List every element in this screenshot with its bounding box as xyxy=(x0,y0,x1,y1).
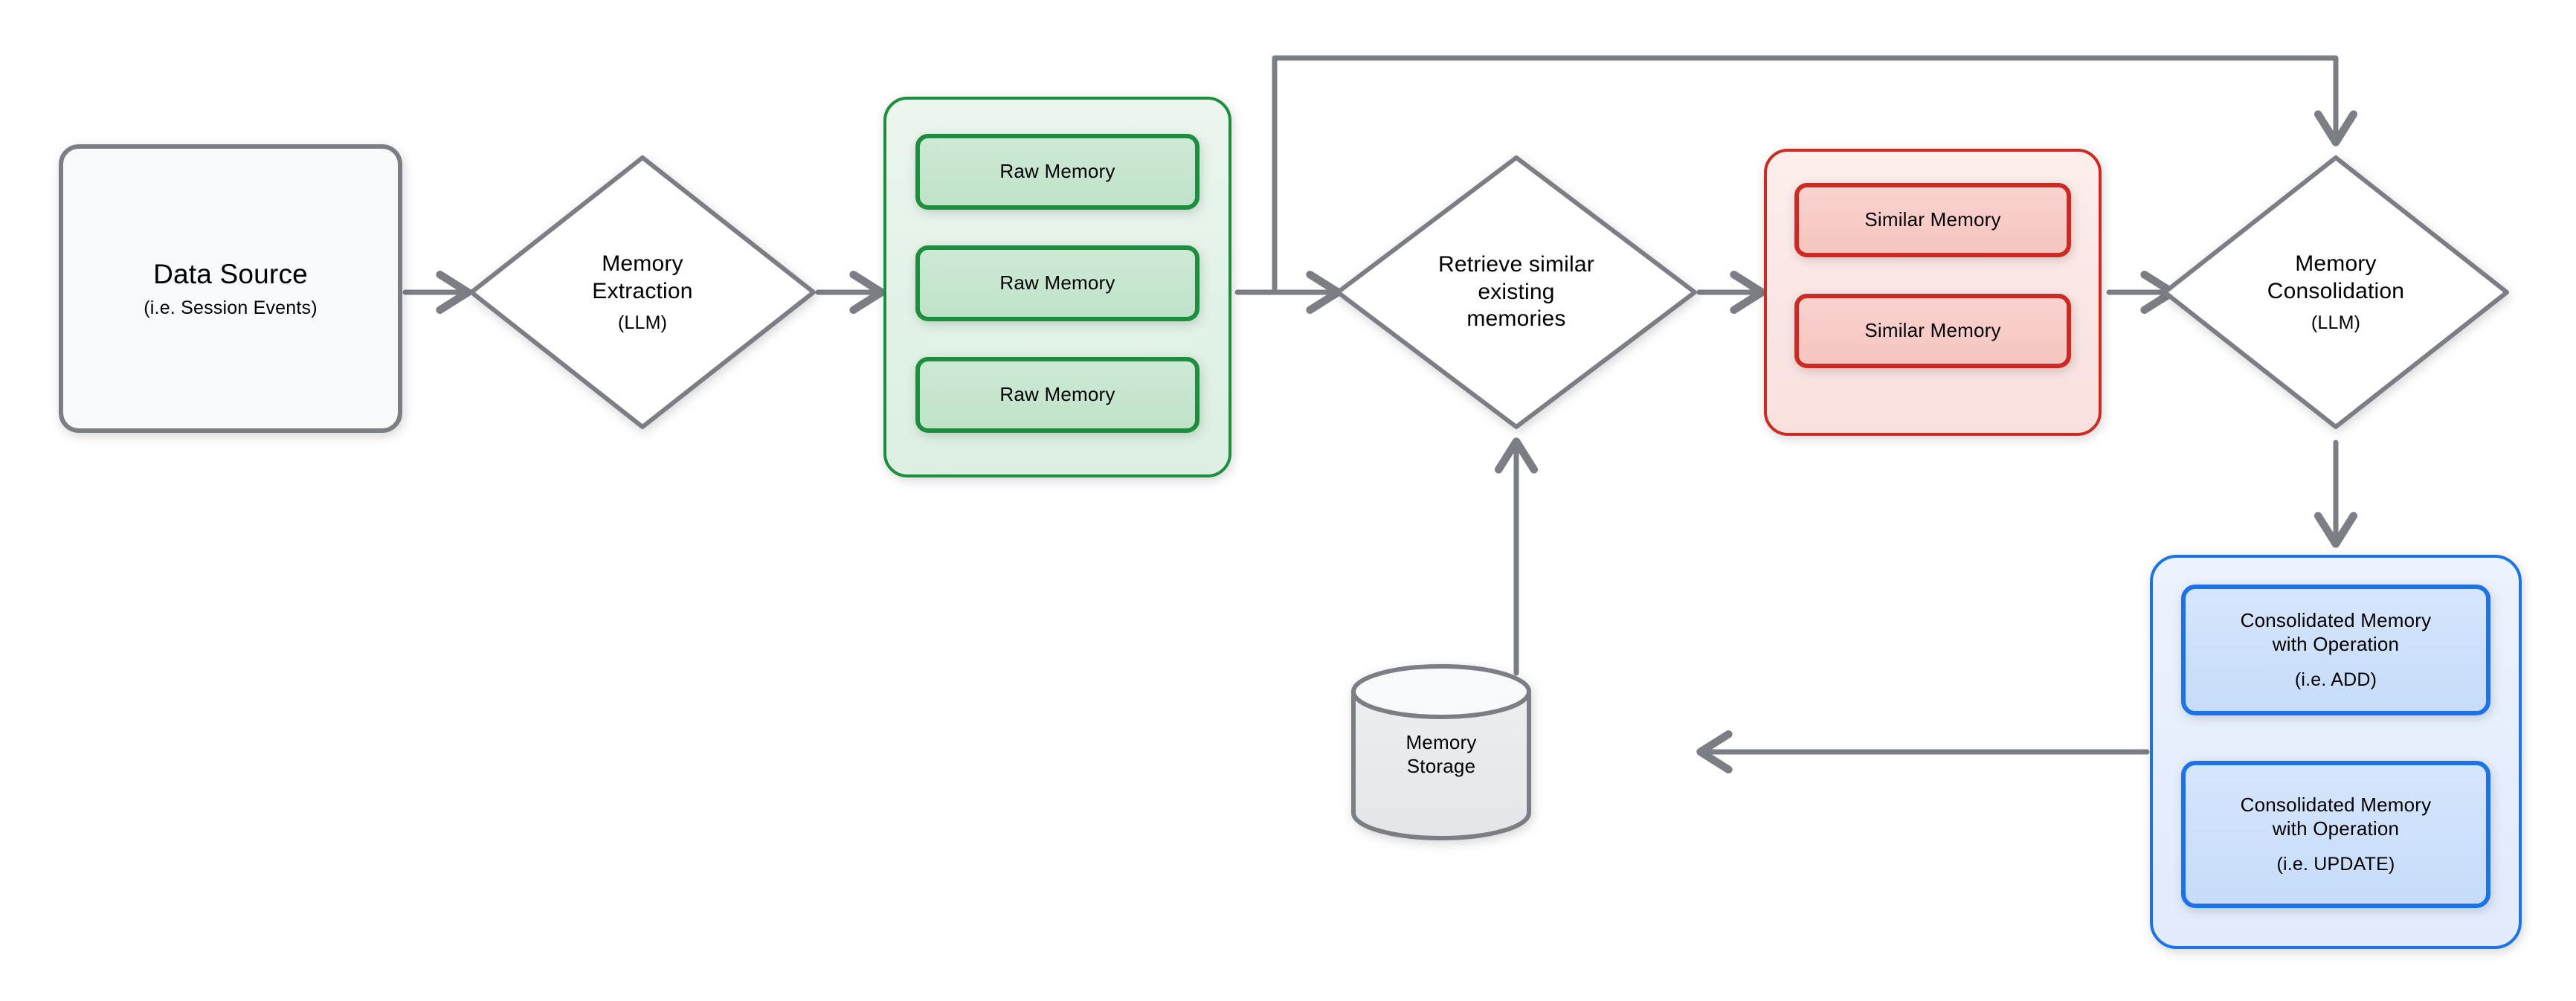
edge-raw-memory-feedback-to-memory-consolidation xyxy=(1272,55,2358,295)
similar-memory-item[interactable] xyxy=(1794,183,2071,257)
memory-storage-node[interactable] xyxy=(1351,664,1531,840)
raw-memory-item[interactable] xyxy=(915,134,1200,210)
memory-consolidation-node[interactable] xyxy=(2163,155,2509,429)
data-source-node[interactable] xyxy=(59,144,402,433)
retrieve-similar-node[interactable] xyxy=(1336,155,1697,429)
consolidated-memory-item[interactable] xyxy=(2181,761,2490,908)
raw-memory-item[interactable] xyxy=(915,245,1200,321)
consolidated-memory-item[interactable] xyxy=(2181,585,2490,715)
memory-extraction-node[interactable] xyxy=(469,155,816,429)
similar-memory-item[interactable] xyxy=(1794,294,2071,368)
raw-memory-item[interactable] xyxy=(915,357,1200,433)
